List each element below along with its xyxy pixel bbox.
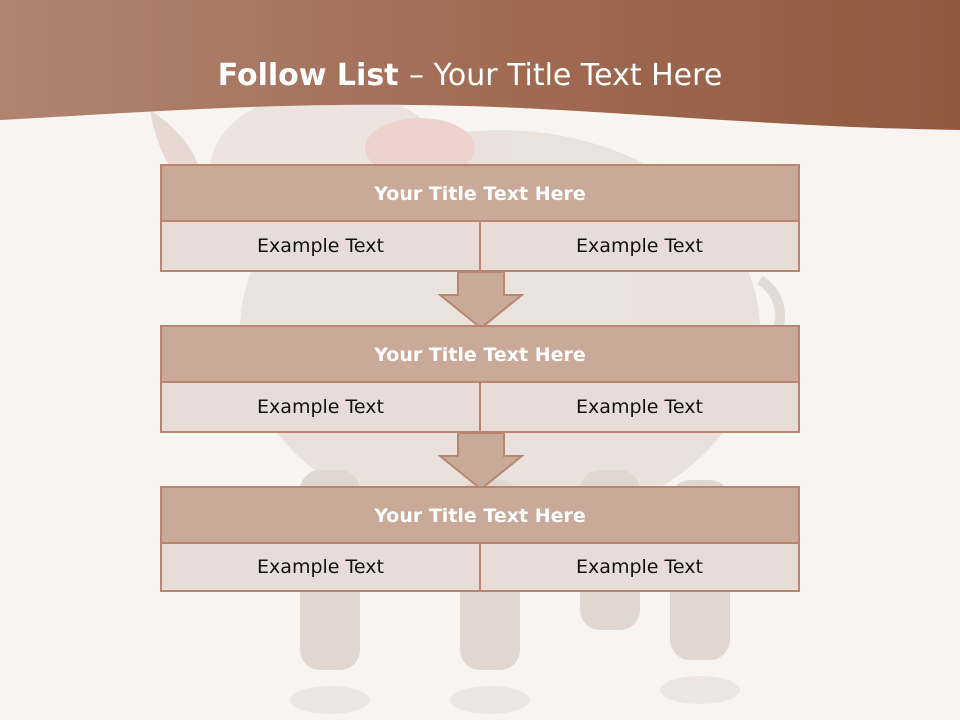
list-block-3: Your Title Text Here Example Text Exampl… (160, 486, 800, 592)
block-title: Your Title Text Here (162, 327, 798, 383)
block-cell-left: Example Text (162, 222, 479, 270)
down-arrow-icon (438, 432, 524, 490)
block-title: Your Title Text Here (162, 166, 798, 222)
down-arrow-icon (438, 271, 524, 329)
list-block-2: Your Title Text Here Example Text Exampl… (160, 325, 800, 433)
block-cell-right: Example Text (479, 544, 798, 590)
slide-title-rest: – Your Title Text Here (408, 58, 723, 93)
block-cell-left: Example Text (162, 383, 479, 431)
block-cell-left: Example Text (162, 544, 479, 590)
block-title: Your Title Text Here (162, 488, 798, 544)
block-cell-right: Example Text (479, 383, 798, 431)
slide-title: Follow List – Your Title Text Here (0, 52, 940, 100)
block-cell-right: Example Text (479, 222, 798, 270)
slide-title-bold: Follow List (217, 58, 409, 93)
list-block-1: Your Title Text Here Example Text Exampl… (160, 164, 800, 272)
header-band (0, 0, 960, 130)
